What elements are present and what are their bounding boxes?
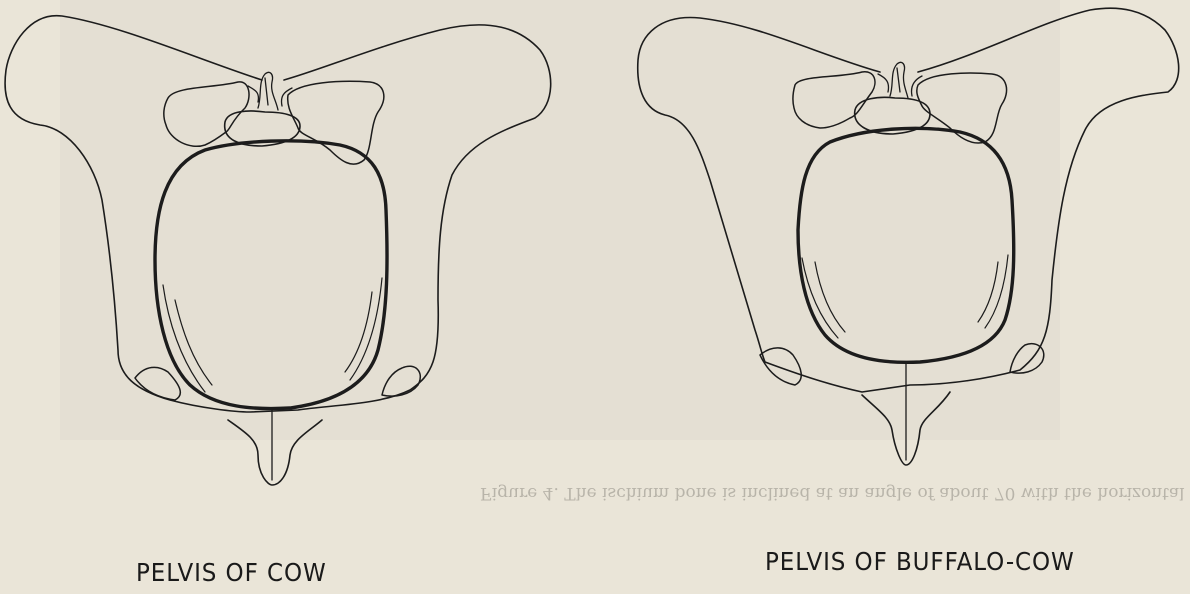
caption-pelvis-of-buffalo-cow: PELVIS OF BUFFALO-COW bbox=[765, 547, 1075, 576]
cow-sacrum-left-wing bbox=[164, 82, 249, 146]
buffalo-ischium-right-line bbox=[978, 255, 1008, 328]
buffalo-pelvis-outline bbox=[638, 8, 1179, 392]
cow-left-notch bbox=[135, 367, 180, 400]
caption-pelvis-of-cow: PELVIS OF COW bbox=[136, 558, 327, 587]
cow-ischium-right-line bbox=[345, 278, 382, 380]
buffalo-left-notch bbox=[760, 348, 801, 385]
cow-ischium-left-line bbox=[163, 285, 212, 392]
cow-right-notch bbox=[382, 366, 420, 396]
buffalo-ischium-left-line bbox=[802, 258, 845, 338]
cow-sacrum-right-wing bbox=[288, 81, 384, 164]
cow-symphysis bbox=[228, 420, 322, 485]
buffalo-sacrum-left-wing bbox=[793, 72, 875, 128]
buffalo-pelvic-inlet bbox=[798, 128, 1014, 362]
cow-pelvis-outline bbox=[5, 16, 551, 412]
buffalo-pelvis-drawing bbox=[638, 8, 1179, 465]
buffalo-spinal-process bbox=[878, 62, 922, 98]
cow-pelvis-drawing bbox=[5, 16, 551, 485]
